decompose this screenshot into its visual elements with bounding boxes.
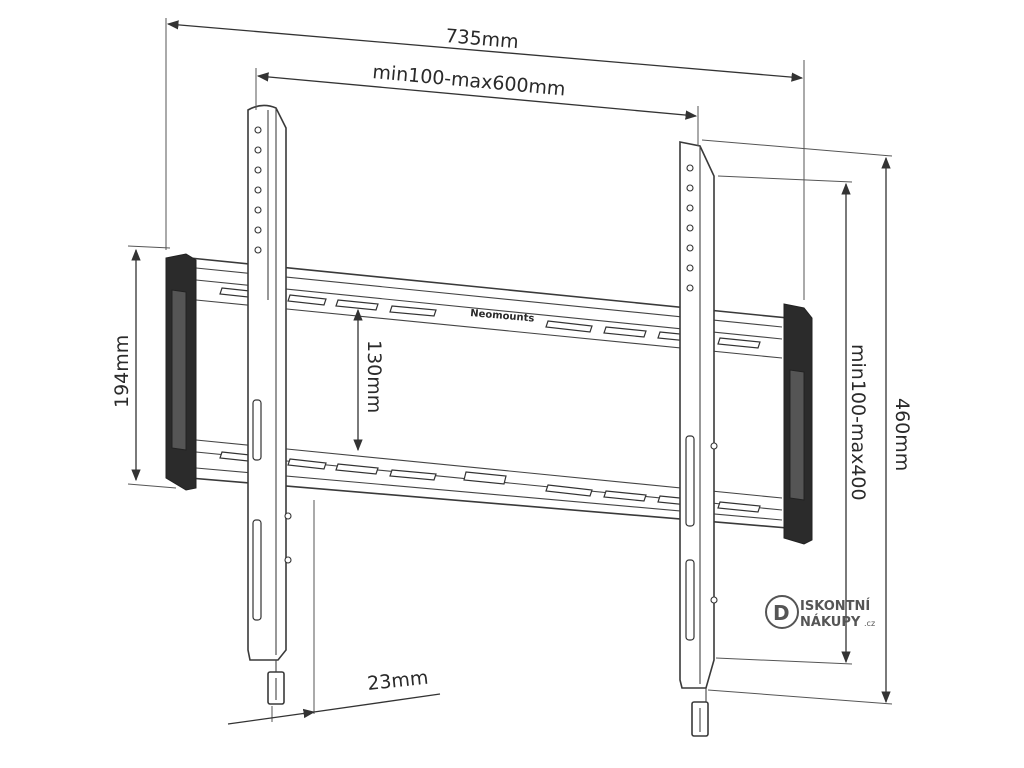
watermark-line2: NÁKUPY — [800, 614, 861, 630]
watermark-logo: D ISKONTNÍ NÁKUPY .cz — [765, 595, 875, 630]
dimension-vertical-gap: 130mm — [353, 308, 385, 452]
left-arm-holes — [254, 126, 262, 254]
lower-slots — [219, 451, 761, 513]
dimension-overall-height: 460mm — [701, 139, 913, 705]
right-vertical-arm — [679, 141, 718, 737]
label-vertical-gap: 130mm — [363, 340, 385, 413]
label-depth: 23mm — [366, 667, 429, 695]
watermark-line1: ISKONTNÍ — [800, 598, 870, 614]
label-vesa-horizontal: min100-max600mm — [372, 61, 567, 100]
watermark-suffix: .cz — [864, 619, 875, 628]
label-vesa-vertical: min100-max400 — [847, 344, 869, 501]
dimension-vesa-vertical: min100-max400 — [715, 175, 869, 665]
dimension-depth: 23mm — [227, 500, 441, 725]
right-arm-holes — [686, 164, 694, 292]
watermark-letter: D — [773, 601, 790, 625]
dimension-vesa-horizontal: min100-max600mm — [255, 61, 699, 146]
dimension-overall-width: 735mm — [165, 18, 805, 300]
dimension-frame-height: 194mm — [111, 245, 177, 489]
label-overall-height: 460mm — [891, 398, 913, 471]
label-frame-height: 194mm — [111, 335, 133, 408]
left-vertical-arm — [247, 104, 292, 705]
